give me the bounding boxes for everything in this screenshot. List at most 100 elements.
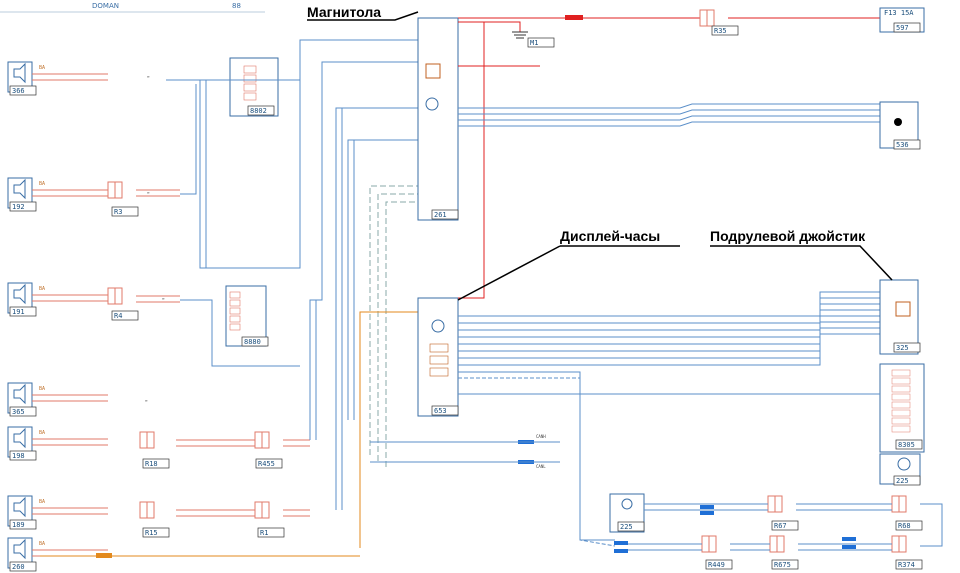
callout-leader <box>307 11 419 21</box>
component-id-192-frame <box>9 201 37 212</box>
header-page-number: 88 <box>232 2 241 10</box>
trunk-wire <box>205 39 418 269</box>
connector-id-R3-frame <box>111 206 139 217</box>
ecu-slot <box>891 393 911 401</box>
trunk-wire <box>315 61 418 440</box>
module-icon <box>621 498 633 510</box>
connector-id-R449: R449 <box>708 561 725 569</box>
component-id-189-frame <box>9 519 37 530</box>
connector-id-R67: R67 <box>774 522 787 530</box>
twist-mark: ∞ <box>162 296 165 301</box>
ground-symbol-icon <box>512 31 528 39</box>
connector-R374 <box>891 535 907 553</box>
connector-R67 <box>767 495 783 513</box>
ground-id: M1 <box>530 39 538 47</box>
twist-mark: ∞ <box>147 74 150 79</box>
module-id-225-frame <box>617 521 645 532</box>
callout-leader <box>457 245 561 301</box>
display-segment-icon <box>429 355 449 365</box>
pin-header: BA <box>39 499 45 505</box>
ecu-slot <box>891 425 911 433</box>
connector-id-R18: R18 <box>145 460 158 468</box>
joystick-325 <box>879 279 919 355</box>
display-segment-icon <box>429 367 449 377</box>
speaker-icon <box>13 283 26 305</box>
connector-id-R67-frame <box>771 520 799 531</box>
component-id-536: 536 <box>896 141 909 149</box>
harness-id-8880: 8880 <box>244 338 261 346</box>
connector-R455 <box>254 431 270 449</box>
connector-R4 <box>107 287 123 305</box>
ecu-slot <box>891 385 911 393</box>
component-id-536-frame <box>893 139 921 150</box>
can-l-label: CANL <box>536 464 546 469</box>
speaker-icon <box>13 383 26 405</box>
trunk-wire <box>180 84 197 195</box>
head-unit-knob-icon <box>425 97 439 111</box>
component-id-365: 365 <box>12 408 25 416</box>
orange-supply-wire <box>359 311 418 548</box>
pin-header: BA <box>39 430 45 436</box>
power-wire <box>458 21 485 299</box>
harness-id-8802: 8802 <box>250 107 267 115</box>
can-link <box>700 505 714 509</box>
component-id-366: 366 <box>12 87 25 95</box>
connector-id-R374-frame <box>895 559 923 570</box>
component-id-366-frame <box>9 85 37 96</box>
header-title: DOMAN <box>92 2 119 10</box>
connector-id-R455: R455 <box>258 460 275 468</box>
harness-8880 <box>225 285 267 347</box>
ecu-slot <box>891 409 911 417</box>
module-id-225: 225 <box>620 523 633 531</box>
connector-id-R374: R374 <box>898 561 915 569</box>
harness-slot <box>243 65 257 74</box>
connector-id-R68: R68 <box>898 522 911 530</box>
speaker-icon <box>13 427 26 449</box>
speaker-wire <box>458 115 880 121</box>
fuse-box-id: 597 <box>896 24 909 32</box>
dashed-bus <box>369 185 418 455</box>
connector-R68 <box>891 495 907 513</box>
amplifier-icon <box>894 118 902 126</box>
harness-slot <box>243 74 257 83</box>
component-id-365-frame <box>9 406 37 417</box>
component-id-189: 189 <box>12 521 25 529</box>
trunk-wire <box>347 139 418 420</box>
pin-header: BA <box>39 181 45 187</box>
connector-id-R4-frame <box>111 310 139 321</box>
connector-id-R18-frame <box>142 458 170 469</box>
connector-R449 <box>701 535 717 553</box>
joystick-wire <box>458 291 880 317</box>
ecu-slot <box>891 369 911 377</box>
harness-id-8802-frame <box>247 105 275 116</box>
harness-slot <box>229 307 241 315</box>
sensor-id: 225 <box>896 477 909 485</box>
harness-slot <box>243 83 257 92</box>
ground-wire <box>458 21 521 32</box>
ecu-slot <box>891 377 911 385</box>
component-id-198: 198 <box>12 452 25 460</box>
harness-slot <box>229 323 241 331</box>
speaker-icon <box>13 538 26 560</box>
harness-id-8880-frame <box>241 336 269 347</box>
ecu-id: 8305 <box>898 441 915 449</box>
joystick-wire <box>458 297 880 324</box>
dashed-bus <box>385 201 418 467</box>
display-clock-dial-icon <box>431 319 445 333</box>
head-unit-id: 261 <box>434 211 447 219</box>
twist-mark: ∞ <box>147 190 150 195</box>
connector-id-R3: R3 <box>114 208 122 216</box>
speaker-icon <box>13 496 26 518</box>
connector-R3 <box>107 181 123 199</box>
ecu-id-frame <box>895 439 923 450</box>
component-id-260: 260 <box>12 563 25 571</box>
ground-id-frame <box>527 37 555 48</box>
trunk-wire <box>180 299 300 367</box>
fuse-box-id-frame <box>893 22 921 33</box>
pin-header: BA <box>39 65 45 71</box>
callout-steering-joystick: Подрулевой джойстик <box>710 228 866 244</box>
joystick-icon <box>895 301 911 317</box>
connector-R18 <box>139 431 155 449</box>
display-clock-id: 653 <box>434 407 447 415</box>
